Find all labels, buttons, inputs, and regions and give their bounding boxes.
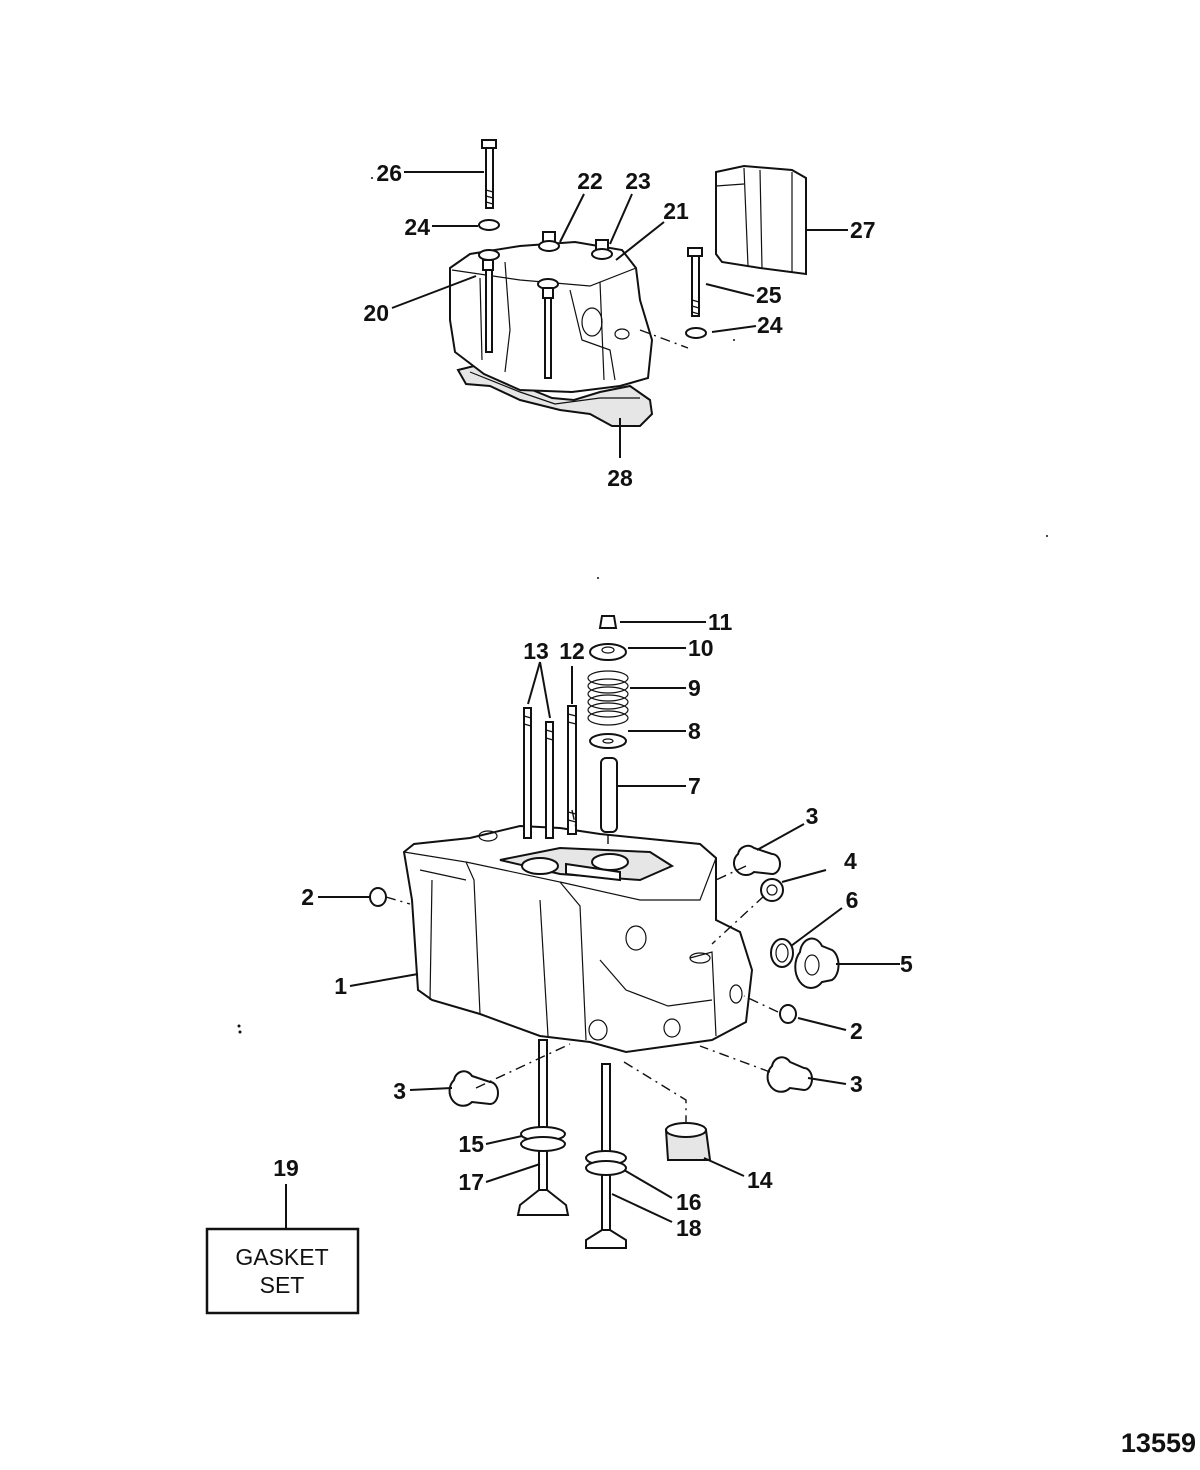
callout-8: 8 — [688, 718, 701, 744]
valve-spring — [587, 670, 629, 726]
callout-25: 25 — [756, 282, 782, 308]
callout-27: 27 — [850, 217, 876, 243]
bolt-22 — [538, 231, 560, 252]
plug-5 — [794, 937, 840, 989]
callout-10: 10 — [688, 635, 714, 661]
bolt-23 — [591, 239, 613, 260]
callout-6: 6 — [846, 887, 859, 913]
callout-14: 14 — [747, 1167, 773, 1193]
spring-seat-washer — [589, 733, 627, 749]
washer-24-right — [685, 327, 707, 339]
callout-1: 1 — [334, 973, 347, 999]
callout-2-right: 2 — [850, 1018, 863, 1044]
callout-9: 9 — [688, 675, 701, 701]
cylinder-head — [402, 824, 754, 1054]
gasket-set-line2: SET — [260, 1272, 305, 1298]
callout-19: 19 — [273, 1155, 299, 1181]
valve-guide — [600, 757, 618, 833]
callout-26: 26 — [376, 160, 402, 186]
rocker-cover-assembly — [449, 139, 807, 427]
valve-seal-15 — [520, 1126, 566, 1152]
bolt-25 — [687, 247, 703, 317]
leader-lines — [285, 171, 900, 1228]
figure-number: 13559 — [1121, 1428, 1196, 1458]
plug-3-top — [732, 844, 781, 877]
callout-16: 16 — [676, 1189, 702, 1215]
callout-2-left: 2 — [301, 884, 314, 910]
callout-3-top: 3 — [806, 803, 819, 829]
gasket-set-box: GASKET SET — [205, 1227, 360, 1315]
spring-retainer — [589, 643, 627, 661]
studs-13 — [523, 707, 554, 839]
plug-4 — [760, 878, 784, 902]
callout-13: 13 — [523, 638, 549, 664]
gasket-set-line1: GASKET — [235, 1244, 328, 1270]
washer-24-top — [478, 219, 500, 231]
callout-3-left: 3 — [393, 1078, 406, 1104]
stud-20 — [478, 249, 500, 353]
callout-21: 21 — [663, 198, 689, 224]
callout-24-top: 24 — [404, 214, 430, 240]
bolt-26 — [481, 139, 497, 209]
callout-18: 18 — [676, 1215, 702, 1241]
callout-28: 28 — [607, 465, 633, 491]
callout-23: 23 — [625, 168, 651, 194]
callout-24-right: 24 — [757, 312, 783, 338]
callout-3-right: 3 — [850, 1071, 863, 1097]
plug-2-right — [779, 1004, 797, 1024]
callout-15: 15 — [458, 1131, 484, 1157]
callout-11: 11 — [708, 609, 733, 635]
stud-center — [537, 278, 559, 379]
callout-20: 20 — [363, 300, 389, 326]
cylinder-head-assembly — [369, 615, 840, 1249]
callout-22: 22 — [577, 168, 603, 194]
valve-17 — [516, 1039, 570, 1216]
callout-4: 4 — [844, 848, 857, 874]
plug-2-left — [369, 887, 387, 907]
callout-17: 17 — [458, 1169, 484, 1195]
sealing-washer — [770, 938, 794, 968]
plug-3-right — [766, 1056, 813, 1093]
callout-12: 12 — [559, 638, 585, 664]
stud-12 — [567, 705, 577, 835]
callout-labels: 26 24 22 23 21 20 27 25 24 28 11 10 9 8 … — [273, 160, 913, 1241]
valve-18 — [585, 1063, 627, 1249]
callout-5: 5 — [900, 951, 913, 977]
callout-7: 7 — [688, 773, 701, 799]
plug-3-left — [448, 1070, 499, 1107]
valve-keeper — [598, 615, 618, 629]
valve-seal-16 — [585, 1150, 627, 1176]
